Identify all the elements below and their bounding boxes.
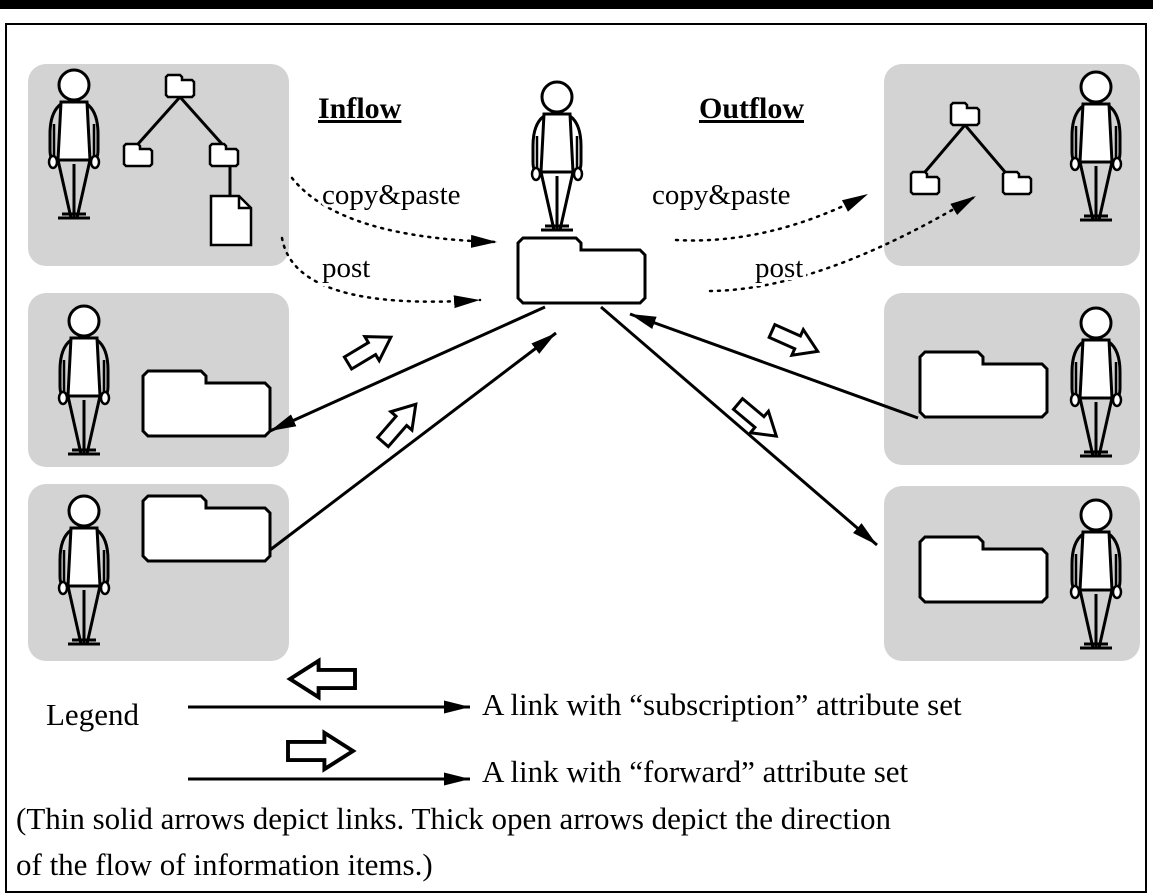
label-outflow-post: post [755,252,803,284]
outflow-copy-paste-arrow [674,192,870,242]
label-inflow-post: post [322,252,370,284]
open-arrow-icon [286,730,355,772]
legend-subscription-text: A link with “subscription” attribute set [482,687,962,722]
inflow-copy-paste-arrow [290,176,499,248]
forward-link-right-bottom [600,305,878,547]
folder-tree-icon [909,101,1033,196]
frame-border [5,23,1147,893]
folder-icon [516,236,647,305]
open-arrow-icon [288,658,357,700]
heading-inflow: Inflow [318,92,402,125]
document-icon [209,194,253,247]
forward-link-left-bottom [269,331,557,552]
dotted-flow-arrows [280,176,978,309]
label-inflow-copy-paste: copy&paste [322,179,461,211]
outflow-post-arrow [708,194,978,293]
heading-outflow: Outflow [699,92,804,125]
legend-forward-text: A link with “forward” attribute set [482,754,909,789]
caption-line-1: (Thin solid arrows depict links. Thick o… [16,801,891,836]
open-arrow-icon [764,316,825,366]
subscription-link-right-middle [629,312,919,420]
top-rule [0,0,1153,9]
open-arrow-icon [339,323,400,377]
open-arrow-icon [370,393,428,453]
legend-title: Legend [46,697,139,732]
inflow-post-arrow [280,236,482,309]
label-outflow-copy-paste: copy&paste [652,179,791,211]
person-icon [530,80,584,232]
caption-line-2: of the flow of information items.) [16,847,433,882]
open-arrow-icon [727,391,787,449]
folder-tree-icon [122,73,240,196]
link-arrows [269,305,919,552]
subscription-link-left-middle [269,305,546,433]
